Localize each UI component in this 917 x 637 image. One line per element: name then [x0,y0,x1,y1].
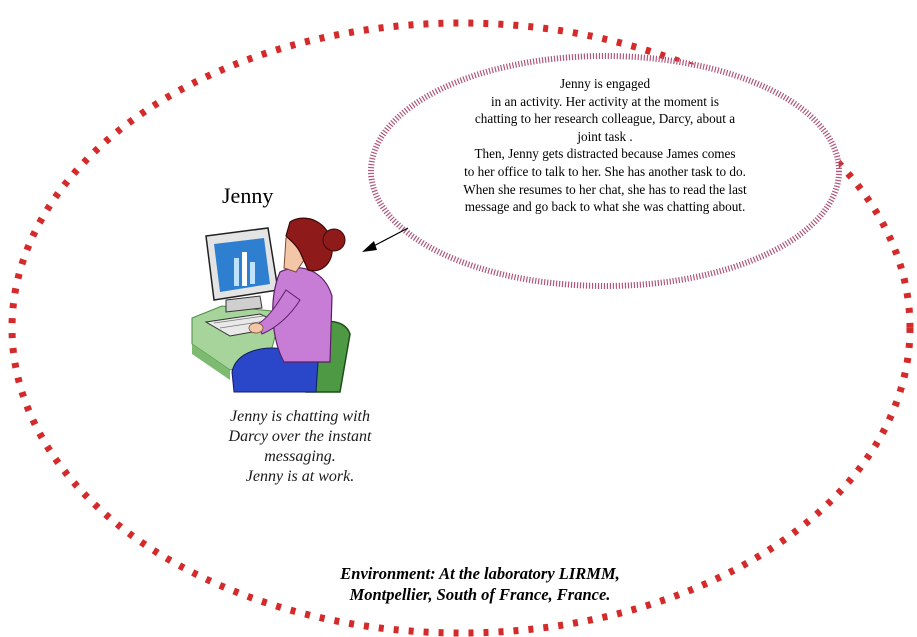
person-name-label: Jenny [222,183,273,209]
activity-description: Jenny is engaged in an activity. Her act… [405,75,805,216]
environment-label: Environment: At the laboratory LIRMM, Mo… [250,563,710,605]
person-caption: Jenny is chatting with Darcy over the in… [180,407,420,487]
woman-at-computer-icon [192,218,350,392]
arrow-left-icon [362,228,408,252]
